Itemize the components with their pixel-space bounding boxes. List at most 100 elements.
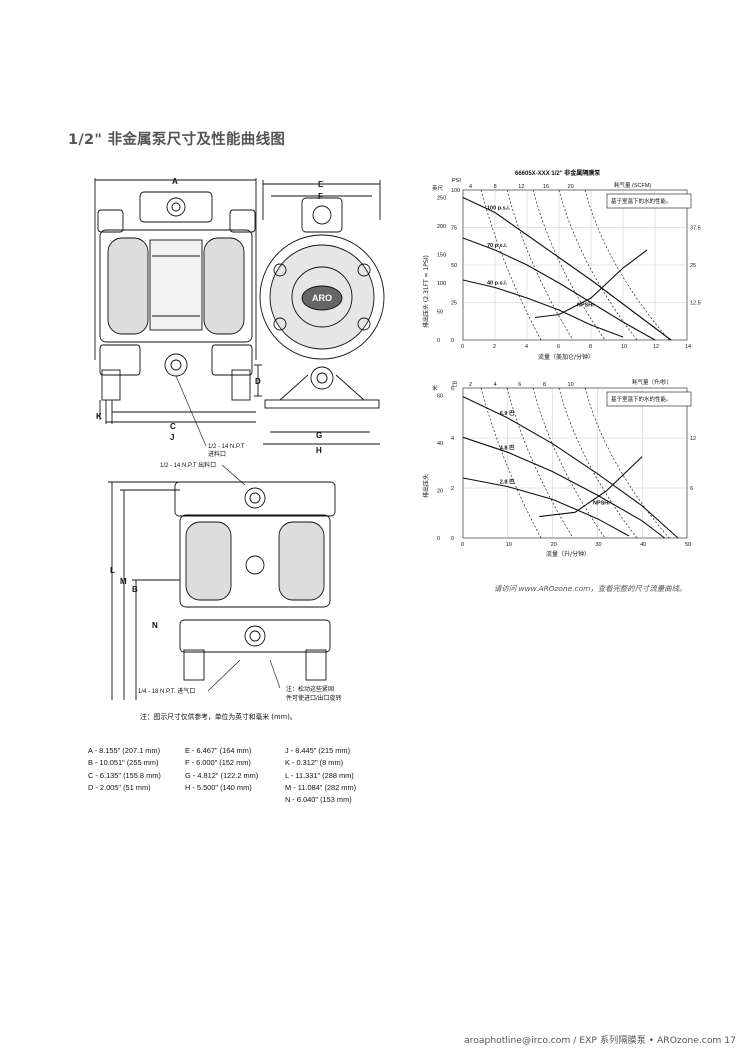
- x-tick-label: 4: [525, 344, 528, 350]
- x-tick-label: 0: [461, 542, 464, 548]
- series-line: [539, 456, 643, 518]
- pump-dimension-drawings: A C J K D 1/2 - 14 N.P.T 进料口 E F G H ARO: [94, 177, 385, 702]
- y-tick-label: 2: [451, 486, 454, 492]
- dimension-note: 注：图示尺寸仅供参考，单位为英寸和毫米 (mm)。: [140, 713, 297, 721]
- chart-note: 基于室温下的水的性能。: [611, 395, 672, 403]
- y-tick-label-secondary: 40: [437, 441, 443, 447]
- outlet-callout: 1/2 - 14 N.P.T 出料口: [160, 461, 216, 469]
- dim-row: N - 6.040" (153 mm): [285, 795, 352, 805]
- dim-letter-h: H: [316, 446, 322, 455]
- air-consumption-curve: [558, 189, 638, 341]
- top-tick-label: 6: [518, 382, 521, 388]
- y-tick-label: 50: [451, 263, 457, 269]
- y-unit-left: PSI: [452, 178, 461, 184]
- dim-row: A - 8.155" (207.1 mm): [88, 746, 161, 755]
- x-tick-label: 40: [640, 542, 646, 548]
- x-tick-label: 50: [685, 542, 691, 548]
- x-tick-label: 10: [621, 344, 627, 350]
- x-tick-label: 2: [493, 344, 496, 350]
- series-line: [462, 436, 665, 539]
- dim-letter-j: J: [170, 433, 174, 442]
- dim-letter-g: G: [316, 431, 322, 440]
- x-axis-label: 流量（升/分钟）: [546, 550, 590, 558]
- x-tick-label: 20: [551, 542, 557, 548]
- rotate-note-1: 注：松动这些紧固: [286, 685, 334, 693]
- y-unit-right: 耗气量 (SCFM): [614, 181, 651, 189]
- y-tick-label: 0: [451, 338, 454, 344]
- dim-row: F - 6.000" (152 mm): [185, 758, 251, 768]
- series-label: NPSHr: [593, 500, 611, 506]
- air-consumption-curve: [532, 189, 606, 341]
- top-tick-label: 10: [568, 382, 574, 388]
- dim-row: G - 4.812" (122.2 mm): [185, 770, 259, 780]
- dim-letter-e: E: [318, 180, 324, 189]
- air-consumption-curve: [558, 387, 638, 539]
- dim-row: C - 6.135" (155.8 mm): [88, 770, 161, 780]
- top-tick-label: 4: [469, 184, 472, 190]
- series-line: [462, 197, 672, 341]
- x-tick-label: 14: [685, 344, 691, 350]
- pump-front-view: [94, 178, 262, 424]
- dim-row: M - 11.084" (282 mm): [285, 782, 357, 792]
- series-line: [462, 477, 630, 537]
- air-consumption-curve: [506, 189, 574, 341]
- page-footer: aroaphotline@irco.com / EXP 系列隔膜泵 • AROz…: [464, 1035, 736, 1046]
- y-tick-label: 75: [451, 226, 457, 232]
- y-tick-label-secondary: 20: [437, 489, 443, 495]
- y-label-top: 米: [432, 384, 438, 392]
- air-consumption-curve: [532, 387, 606, 539]
- air-consumption-curve: [584, 189, 670, 341]
- top-tick-label: 8: [494, 184, 497, 190]
- y-unit-left: 巴: [452, 381, 458, 388]
- y-tick-label-secondary: 60: [437, 394, 443, 400]
- series-label: 2.8 巴: [500, 478, 515, 486]
- y-tick-label-secondary: 150: [437, 253, 446, 259]
- dim-row: H - 5.500" (140 mm): [185, 782, 252, 792]
- top-tick-label: 20: [568, 184, 574, 190]
- y-tick-label-secondary: 0: [437, 536, 440, 542]
- dim-letter-l: L: [110, 566, 115, 575]
- series-line: [462, 237, 656, 341]
- x-tick-label: 10: [506, 542, 512, 548]
- series-label: NPSHr: [577, 303, 595, 309]
- dim-letter-b: B: [132, 585, 138, 594]
- y-label-top: 英尺: [432, 184, 444, 192]
- y-tick-label: 6: [451, 386, 454, 392]
- series-line: [462, 396, 679, 539]
- dim-letter-k: K: [96, 412, 102, 421]
- y-unit-right: 耗气量（升/秒）: [632, 378, 672, 386]
- y-tick-label-secondary: 0: [437, 338, 440, 344]
- dim-row: B - 10.051" (255 mm): [88, 758, 159, 768]
- top-tick-label: 12: [518, 184, 524, 190]
- inlet-callout-2: 进料口: [208, 450, 226, 458]
- series-label: 6.9 巴: [500, 409, 515, 417]
- performance-chart-us: 66605X-XXX 1/2" 非金属隔膜泵 PSI 英尺 耗气量 (SCFM)…: [422, 169, 701, 361]
- top-tick-label: 4: [494, 382, 497, 388]
- page-title: 1/2" 非金属泵尺寸及性能曲线图: [68, 132, 286, 148]
- right-tick-label: 37.5: [690, 226, 701, 232]
- x-tick-label: 12: [653, 344, 659, 350]
- dim-row: L - 11.331" (288 mm): [285, 770, 354, 780]
- right-tick-label: 12.5: [690, 301, 701, 307]
- air-consumption-curve: [506, 387, 574, 539]
- right-tick-label: 25: [690, 263, 696, 269]
- x-tick-label: 30: [595, 542, 601, 548]
- dim-letter-n: N: [152, 621, 158, 630]
- y-tick-label-secondary: 200: [437, 224, 446, 230]
- air-consumption-curve: [584, 387, 670, 539]
- x-tick-label: 8: [589, 344, 592, 350]
- pump-rear-view: [108, 481, 336, 700]
- y-tick-label: 0: [451, 536, 454, 542]
- pump-side-view: [259, 180, 385, 445]
- x-tick-label: 6: [557, 344, 560, 350]
- right-tick-label: 6: [690, 486, 693, 492]
- y-tick-label: 4: [451, 436, 454, 442]
- series-label: 40 p.s.i.: [487, 281, 508, 287]
- rotate-note-2: 件可使进口/出口旋转: [286, 694, 342, 702]
- top-tick-label: 16: [543, 184, 549, 190]
- series-label: 4.8 巴: [500, 443, 515, 451]
- dim-letter-d: D: [255, 377, 261, 386]
- dim-letter-c: C: [170, 422, 176, 431]
- series-line: [462, 279, 624, 338]
